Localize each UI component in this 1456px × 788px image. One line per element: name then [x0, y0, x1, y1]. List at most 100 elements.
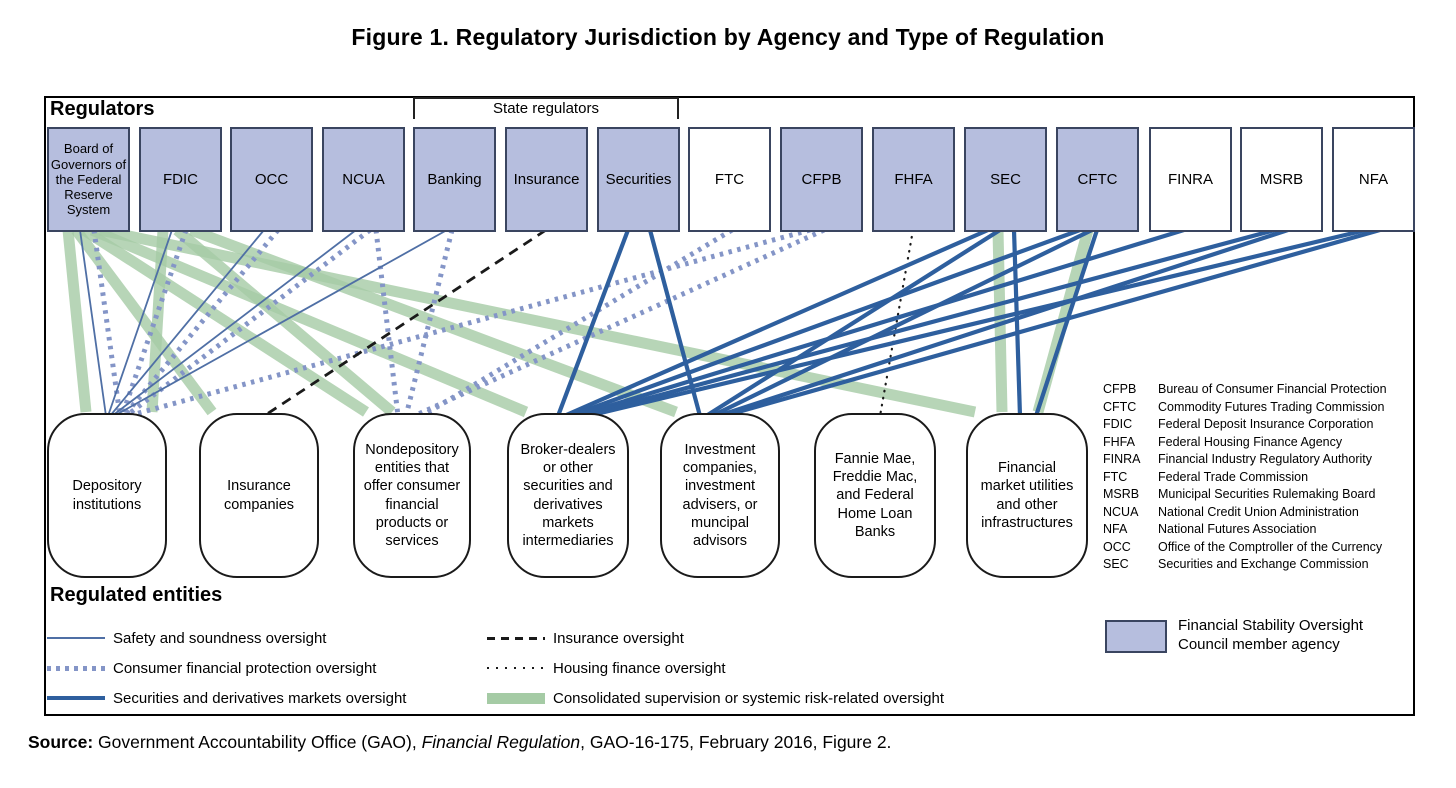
- regulator-box-ftc: FTC: [688, 127, 771, 232]
- abbr-code: NCUA: [1103, 504, 1139, 519]
- connection-green-fed-to-insurance_co: [71, 226, 217, 416]
- regulator-box-cfpb: CFPB: [780, 127, 863, 232]
- abbr-name: National Credit Union Administration: [1158, 504, 1359, 519]
- regulator-box-occ: OCC: [230, 127, 313, 232]
- entity-box-nondepository: Nondepository entities that offer consum…: [353, 413, 471, 578]
- connection-securities-cftc-to-fmu: [1034, 229, 1099, 417]
- abbr-name: Commodity Futures Trading Commission: [1158, 399, 1385, 414]
- entity-label-nondepository: Nondepository entities that offer consum…: [363, 442, 461, 549]
- insurance-line-swatch: [487, 636, 545, 640]
- connection-securities-cftc-to-investment: [711, 228, 1093, 418]
- green-band-swatch: [487, 692, 545, 704]
- fsoc-label-line2: Council member agency: [1178, 635, 1340, 653]
- entity-box-investment: Investment companies, investment adviser…: [660, 413, 780, 578]
- regulator-label-securities_state: Securities: [605, 170, 672, 188]
- source-text2: , GAO-16-175, February 2016, Figure 2.: [580, 732, 892, 752]
- source-text1: Government Accountability Office (GAO),: [93, 732, 422, 752]
- fsoc-member-label: Financial Stability Oversight Council me…: [1178, 617, 1363, 655]
- legend-label: Securities and derivatives markets overs…: [113, 689, 407, 707]
- source-italic-title: Financial Regulation: [421, 732, 581, 752]
- abbr-code: FTC: [1103, 469, 1128, 484]
- connection-safety-fdic-to-depository: [107, 229, 173, 417]
- abbr-code: NFA: [1103, 522, 1128, 536]
- regulator-box-banking: Banking: [413, 127, 496, 232]
- regulator-box-ncua: NCUA: [322, 127, 405, 232]
- abbr-code: FDIC: [1103, 417, 1133, 431]
- regulator-label-cftc: CFTC: [1077, 170, 1118, 188]
- connection-safety-banking-to-depository: [113, 229, 448, 417]
- connection-securities-nfa-to-investment: [723, 227, 1381, 419]
- regulator-label-ncua: NCUA: [342, 170, 385, 188]
- connection-securities-msrb-to-investment: [717, 228, 1289, 418]
- connection-green-fed-to-depository: [62, 229, 92, 413]
- abbr-name: Federal Trade Commission: [1158, 469, 1309, 484]
- legend-label: Consolidated supervision or systemic ris…: [553, 689, 944, 707]
- entity-label-fannie: Fannie Mae, Freddie Mac, and Federal Hom…: [832, 451, 918, 540]
- connection-green-fdic-to-investment: [189, 224, 678, 418]
- entity-box-insurance_co: Insurance companies: [199, 413, 319, 578]
- regulated-entities-heading: Regulated entities: [50, 584, 223, 606]
- regulator-box-msrb: MSRB: [1240, 127, 1323, 232]
- abbr-code: FHFA: [1103, 434, 1135, 449]
- entity-box-fmu: Financial market utilities and other inf…: [966, 413, 1088, 578]
- connection-safety-occ-to-depository: [109, 229, 265, 417]
- legend-item-green: Consolidated supervision or systemic ris…: [487, 688, 944, 708]
- state-regulators-bracket: State regulators: [413, 97, 679, 119]
- legend-item-securities: Securities and derivatives markets overs…: [47, 688, 406, 708]
- legend-item-insurance: Insurance oversight: [487, 628, 684, 648]
- figure-title: Figure 1. Regulatory Jurisdiction by Age…: [351, 24, 1105, 50]
- entity-label-investment: Investment companies, investment adviser…: [682, 442, 758, 549]
- connection-securities-securities_state-to-broker: [556, 229, 630, 417]
- regulators-heading: Regulators: [50, 98, 155, 120]
- regulator-label-occ: OCC: [254, 170, 289, 188]
- abbr-name: National Futures Association: [1158, 522, 1317, 536]
- regulator-box-cftc: CFTC: [1056, 127, 1139, 232]
- connection-consumer-occ-to-depository: [122, 228, 280, 418]
- abbr-code: CFPB: [1103, 382, 1137, 396]
- legend-item-housing: Housing finance oversight: [487, 658, 726, 678]
- abbr-name: Federal Housing Finance Agency: [1158, 434, 1343, 449]
- connection-securities-securities_state-to-investment: [647, 229, 703, 417]
- regulator-label-insurance_state: Insurance: [513, 170, 580, 188]
- fsoc-member-swatch: [1105, 620, 1167, 653]
- connection-consumer-ftc-to-nondepository: [420, 227, 734, 419]
- abbr-name: Office of the Comptroller of the Currenc…: [1158, 539, 1383, 554]
- regulator-box-fhfa: FHFA: [872, 127, 955, 232]
- abbr-code: SEC: [1103, 557, 1129, 571]
- abbr-name: Federal Deposit Insurance Corporation: [1158, 417, 1374, 431]
- consumer-line-swatch: [47, 665, 105, 671]
- legend-item-consumer: Consumer financial protection oversight: [47, 658, 376, 678]
- connection-securities-nfa-to-broker: [587, 227, 1367, 419]
- abbr-name: Financial Industry Regulatory Authority: [1158, 452, 1372, 466]
- regulator-label-sec: SEC: [990, 170, 1021, 188]
- regulator-box-fed: Board of Governors of the Federal Reserv…: [47, 127, 130, 232]
- connection-consumer-fed-to-depository: [91, 229, 123, 417]
- regulator-label-fed: Board of Governors of the Federal Reserv…: [50, 141, 127, 218]
- regulator-box-securities_state: Securities: [597, 127, 680, 232]
- legend-item-safety: Safety and soundness oversight: [47, 628, 326, 648]
- connection-consumer-cfpb-to-nondepository: [412, 227, 826, 419]
- connection-consumer-ncua-to-depository: [124, 228, 372, 418]
- legend-label: Insurance oversight: [553, 629, 684, 647]
- source-note: Source: Government Accountability Office…: [28, 732, 891, 753]
- connection-securities-msrb-to-broker: [581, 227, 1276, 419]
- source-prefix: Source:: [28, 732, 94, 752]
- entity-label-broker: Broker-dealers or other securities and d…: [520, 442, 616, 549]
- connection-consumer-cfpb-to-depository: [127, 227, 811, 419]
- connection-housing-fhfa-to-fannie: [878, 228, 915, 418]
- state-regulators-label: State regulators: [493, 100, 599, 117]
- connection-safety-fed-to-depository: [79, 229, 107, 417]
- entity-label-insurance_co: Insurance companies: [223, 478, 295, 513]
- regulator-label-finra: FINRA: [1168, 170, 1213, 188]
- regulator-box-finra: FINRA: [1149, 127, 1232, 232]
- connection-securities-sec-to-investment: [704, 228, 1002, 418]
- connection-safety-ncua-to-depository: [111, 229, 357, 417]
- connection-insurance-insurance_state-to-insurance_co: [263, 228, 547, 418]
- regulator-label-ftc: FTC: [714, 170, 745, 188]
- abbr-name: Municipal Securities Rulemaking Board: [1158, 487, 1376, 501]
- regulator-label-msrb: MSRB: [1259, 170, 1304, 188]
- connection-green-fed-to-nondepository: [81, 225, 369, 417]
